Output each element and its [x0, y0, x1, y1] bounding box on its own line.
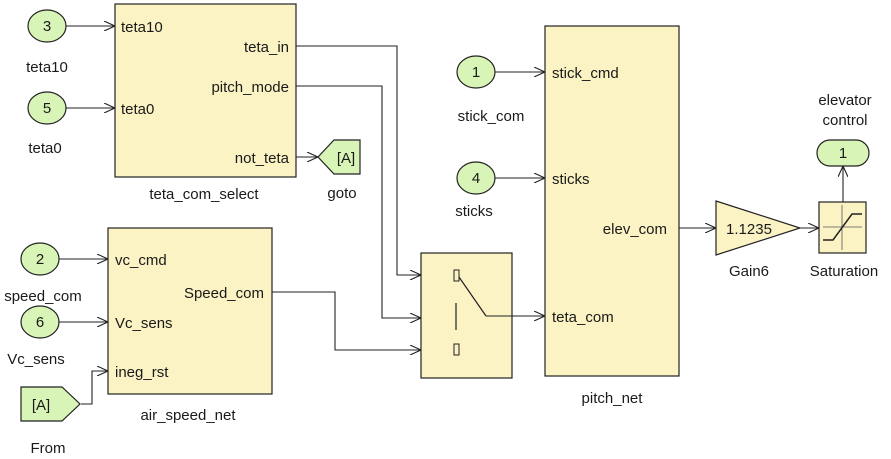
pitch-net-block[interactable]: [544, 25, 680, 377]
gain6-block[interactable]: [715, 200, 802, 256]
inport-3-number: 3: [43, 18, 51, 35]
inport-6[interactable]: [20, 305, 60, 339]
wire-teta-in: [296, 45, 421, 275]
switch-contact-3-icon: [453, 343, 460, 356]
port-label-teta-com: teta_com: [552, 309, 614, 326]
teta-com-select-block[interactable]: [114, 3, 297, 178]
switch-lever-icon: [458, 276, 487, 317]
inport-5-label: teta0: [28, 140, 61, 157]
block-name-teta-com-select: teta_com_select: [149, 186, 259, 203]
outport-1-number: 1: [839, 145, 847, 162]
multiport-switch-block[interactable]: [420, 252, 513, 379]
block-name-pitch-net: pitch_net: [582, 390, 644, 407]
port-label-elev-com: elev_com: [603, 221, 667, 238]
wire-ineg-rst: [81, 371, 108, 405]
from-tag: [A]: [32, 397, 50, 414]
port-label-teta-in: teta_in: [244, 39, 289, 56]
saturation-curve-icon: [823, 213, 862, 241]
inport-4-number: 4: [472, 170, 480, 187]
outport-label-line2: control: [822, 112, 867, 129]
port-label-vc-cmd: vc_cmd: [115, 252, 167, 269]
outport-1[interactable]: [816, 139, 870, 167]
gain6-label: Gain6: [729, 263, 769, 280]
inport-1[interactable]: [456, 55, 496, 89]
inport-3[interactable]: [27, 9, 67, 43]
port-label-teta10: teta10: [121, 19, 163, 36]
block-name-air-speed-net: air_speed_net: [140, 407, 236, 424]
port-label-teta0: teta0: [121, 101, 154, 118]
from-label: From: [31, 440, 66, 457]
inport-2[interactable]: [20, 242, 60, 276]
port-label-stick-cmd: stick_cmd: [552, 65, 619, 82]
from-block[interactable]: [20, 386, 81, 422]
inport-2-number: 2: [36, 251, 44, 268]
port-label-ineg-rst: ineg_rst: [115, 364, 169, 381]
port-label-not-teta: not_teta: [235, 150, 290, 167]
inport-6-number: 6: [36, 314, 44, 331]
port-label-sticks: sticks: [552, 171, 590, 188]
goto-label: goto: [327, 185, 356, 202]
inport-3-label: teta10: [26, 59, 68, 76]
inport-6-label: Vc_sens: [7, 351, 65, 368]
port-label-vc-sens: Vc_sens: [115, 315, 173, 332]
air-speed-net-block[interactable]: [107, 227, 273, 395]
inport-1-number: 1: [472, 64, 480, 81]
inport-5-number: 5: [43, 100, 51, 117]
inport-2-label: speed_com: [4, 288, 82, 305]
inport-4[interactable]: [456, 161, 496, 195]
inport-1-label: stick_com: [458, 108, 525, 125]
inport-5[interactable]: [27, 91, 67, 125]
inport-4-label: sticks: [455, 203, 493, 220]
saturation-block[interactable]: [818, 201, 867, 254]
wire-pitch-mode: [296, 85, 421, 318]
switch-contact-1-icon: [453, 269, 460, 282]
goto-tag: [A]: [337, 150, 355, 167]
port-label-pitch-mode: pitch_mode: [211, 79, 289, 96]
wire-speed-com: [272, 291, 421, 350]
saturation-label: Saturation: [810, 263, 878, 280]
outport-label-line1: elevator: [818, 92, 871, 109]
port-label-speed-com: Speed_com: [184, 285, 264, 302]
gain6-value: 1.1235: [726, 221, 772, 238]
goto-block[interactable]: [317, 139, 361, 175]
